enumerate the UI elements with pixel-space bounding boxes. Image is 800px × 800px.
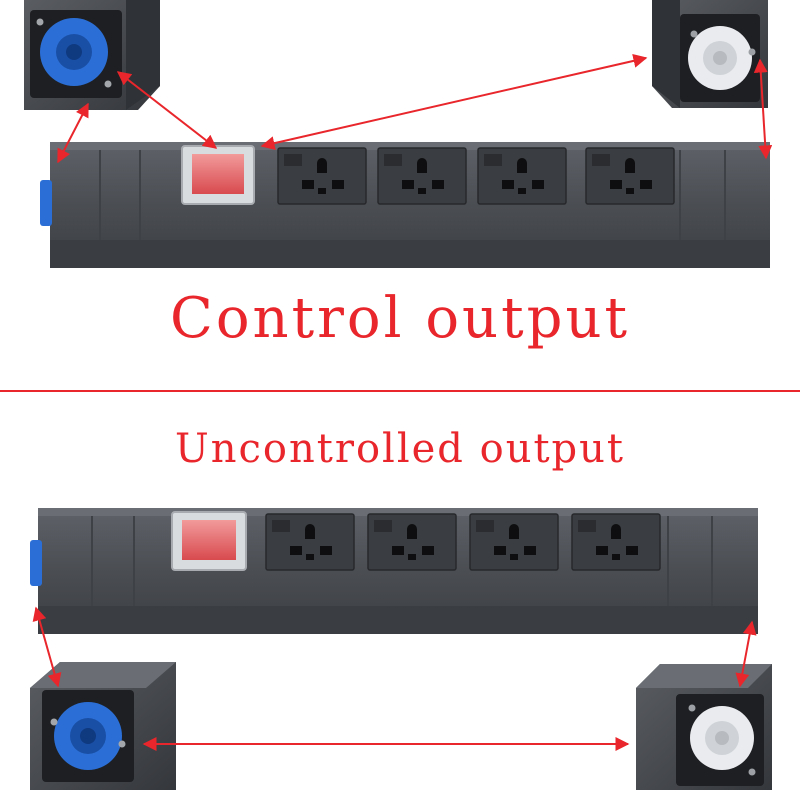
universal-socket-icon xyxy=(265,513,355,571)
double-arrow-icon xyxy=(57,53,773,164)
power-bar-bottom xyxy=(30,508,758,634)
universal-socket-icon xyxy=(277,147,367,205)
input-connector-edge xyxy=(30,540,42,586)
grey-powercon-output-icon xyxy=(652,0,768,108)
caption-control-output: Control output xyxy=(169,286,631,351)
universal-socket-icon xyxy=(571,513,661,571)
rocker-switch-icon xyxy=(181,145,255,205)
universal-socket-icon xyxy=(469,513,559,571)
blue-powercon-input-icon xyxy=(30,662,176,790)
universal-socket-icon xyxy=(477,147,567,205)
double-arrow-icon xyxy=(32,606,757,751)
universal-socket-icon xyxy=(367,513,457,571)
input-connector-edge xyxy=(40,180,52,226)
grey-powercon-output-icon xyxy=(636,664,772,790)
universal-socket-icon xyxy=(585,147,675,205)
rocker-switch-icon xyxy=(171,511,247,571)
power-bar-top xyxy=(40,142,770,268)
section-divider xyxy=(0,390,800,392)
caption-uncontrolled-output: Uncontrolled output xyxy=(175,426,625,472)
blue-powercon-input-icon xyxy=(24,0,160,110)
universal-socket-icon xyxy=(377,147,467,205)
